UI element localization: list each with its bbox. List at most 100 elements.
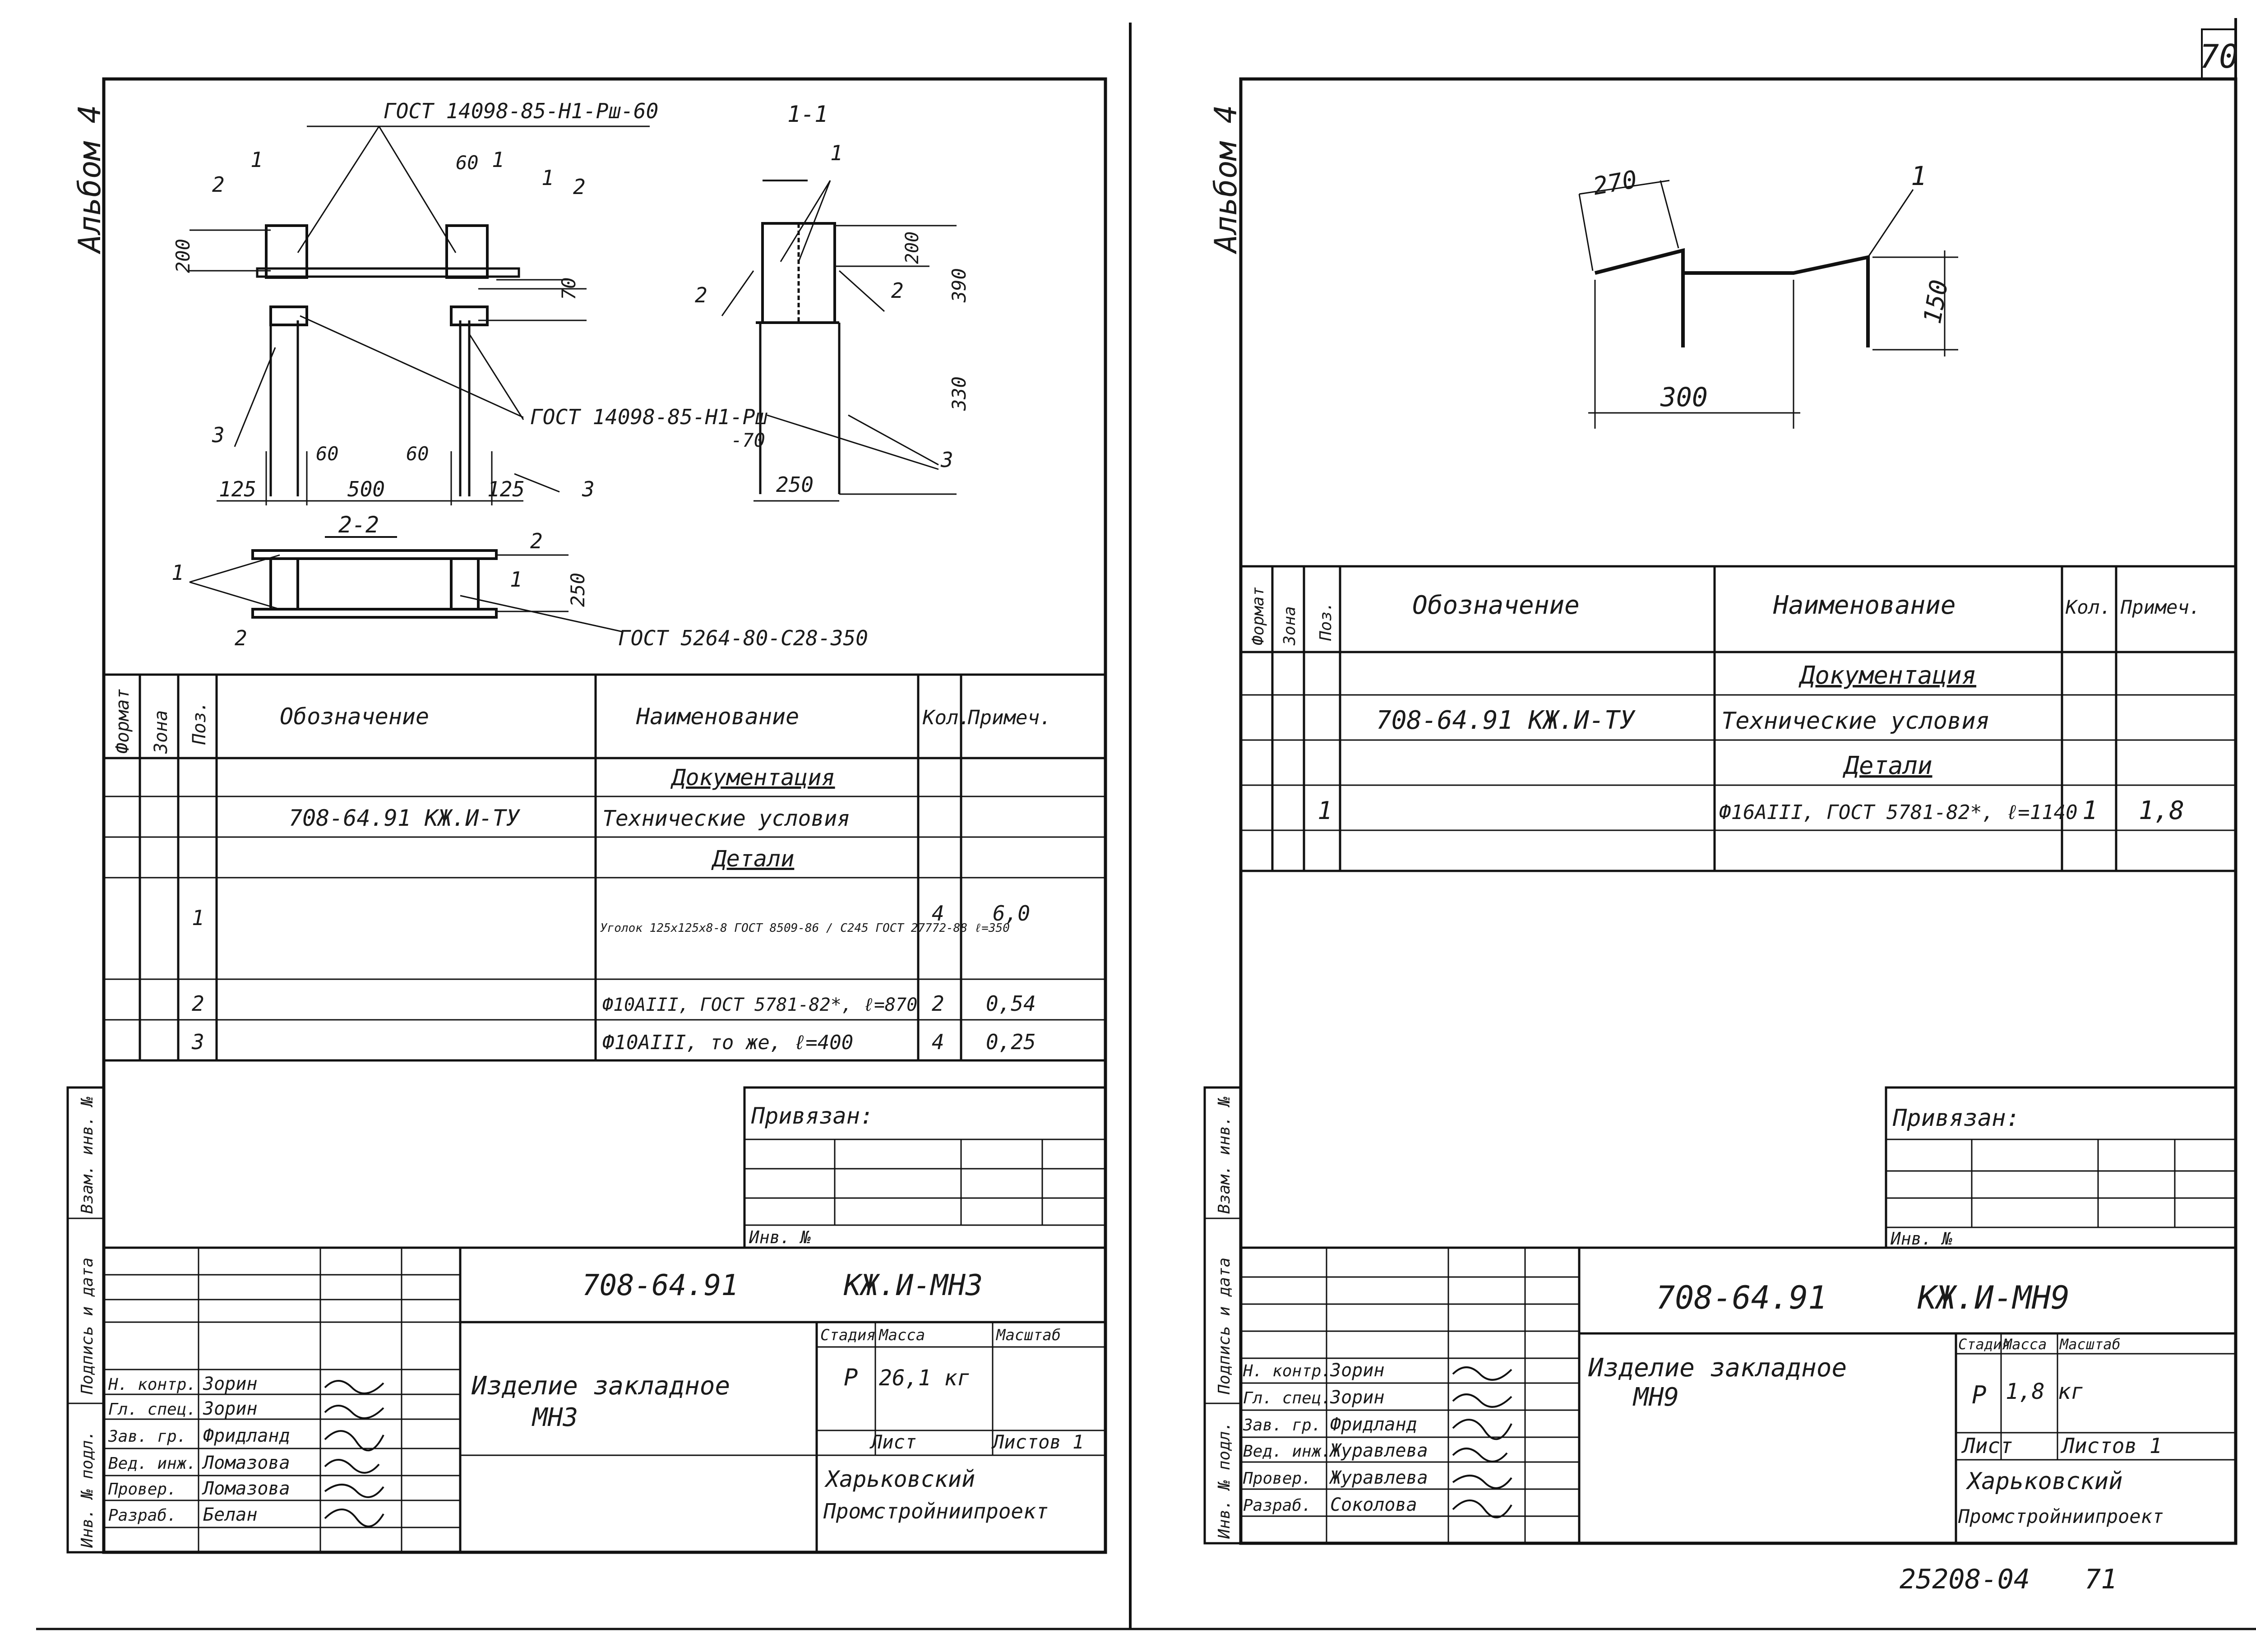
spec-header-qty-right: Кол. xyxy=(2065,596,2111,618)
spec-row-1-name: Документация xyxy=(670,764,835,791)
role-5-right: Провер. xyxy=(1243,1469,1312,1488)
dim-125-left: 125 xyxy=(219,477,256,501)
spec-row-3-name-right: Детали xyxy=(1842,751,1932,780)
footer-page: 71 xyxy=(2085,1564,2117,1595)
role-4-right: Вед. инж. xyxy=(1243,1442,1331,1461)
mark-12: 1 xyxy=(541,166,554,190)
page-number: 70 xyxy=(2200,37,2239,75)
dim-150: 150 xyxy=(1918,278,1954,326)
spec-header-zone-right: Зона xyxy=(1281,606,1299,646)
dim-125-right: 125 xyxy=(487,477,525,501)
spec-header-qty: Кол. xyxy=(922,706,971,729)
person-3-left: Фридланд xyxy=(203,1425,290,1446)
spec-header-format: Формат xyxy=(112,689,133,754)
mass-value-left: 26,1 кг xyxy=(879,1365,970,1391)
role-2-left: Гл. спец. xyxy=(108,1400,196,1419)
spec-row-5-note: 0,54 xyxy=(986,991,1036,1016)
inv-label-right: Инв. № xyxy=(1890,1229,1952,1249)
spec-header-designation: Обозначение xyxy=(280,703,429,730)
spec-row-2-name-right: Технические условия xyxy=(1721,708,1990,735)
dim-60-left: 60 xyxy=(316,443,339,465)
side-stamp-right xyxy=(1203,1086,1242,1545)
mark-2-left: 2 xyxy=(212,172,225,197)
dim-70: 70 xyxy=(558,277,580,300)
person-6-right: Соколова xyxy=(1330,1495,1417,1515)
side-stamp-right-1: Инв. № подл. xyxy=(1215,1421,1234,1539)
left-elevation xyxy=(190,125,650,505)
side-stamp-left-3: Взам. инв. № xyxy=(78,1097,97,1214)
spec-row-2-designation-right: 708-64.91 КЖ.И-ТУ xyxy=(1376,706,1636,735)
spec-row-4-pos-right: 1 xyxy=(1318,796,1332,825)
left-drawing: ГОСТ 14098-85-Н1-Рш-60 ГОСТ 14098-85-Н1-… xyxy=(171,99,970,650)
signatures-left xyxy=(324,1380,384,1527)
gost-label-bottom: ГОСТ 5264-80-С28-350 xyxy=(618,626,868,650)
person-6-left: Белан xyxy=(203,1504,257,1525)
dim-60-right: 60 xyxy=(406,443,429,465)
side-stamp-right-3: Взам. инв. № xyxy=(1215,1097,1234,1214)
org-line2-right: Промстройниипроект xyxy=(1958,1505,2164,1527)
role-6-left: Разраб. xyxy=(108,1506,177,1525)
org-line1-left: Харьковский xyxy=(824,1466,975,1492)
sheet-label-right: Лист xyxy=(1961,1434,2013,1458)
mass-header-left: Масса xyxy=(878,1326,925,1344)
dim-270: 270 xyxy=(1591,165,1639,201)
person-1-right: Зорин xyxy=(1330,1360,1384,1381)
album-label-left: Альбом 4 xyxy=(72,105,108,255)
right-title-block: Привязан: Инв. № 708-64.91 КЖ.И-МН9 Изде… xyxy=(1203,1086,2237,1545)
left-section-1-1 xyxy=(721,180,957,502)
spec-header-pos: Поз. xyxy=(189,701,210,745)
mark-3-section: 3 xyxy=(940,448,953,472)
mark-3-left: 3 xyxy=(212,423,225,447)
person-3-right: Фридланд xyxy=(1330,1414,1417,1435)
mass-header-right: Масса xyxy=(2003,1336,2047,1353)
spec-row-3-name: Детали xyxy=(711,846,795,872)
spec-header-format-right: Формат xyxy=(1249,587,1267,645)
dim-200-section: 200 xyxy=(902,231,923,264)
right-spec-table: Формат Зона Поз. Обозначение Наименовани… xyxy=(1239,565,2237,872)
left-title-block: Привязан: Инв. № 708-64.91 КЖ.И-МН3 Изде… xyxy=(66,1086,1107,1554)
spec-row-4-qty-right: 1 xyxy=(2082,796,2098,825)
spec-header-note-right: Примеч. xyxy=(2120,596,2201,618)
section-title-1-1: 1-1 xyxy=(787,101,828,127)
spec-row-6-qty: 4 xyxy=(932,1030,944,1054)
mark-1-right: 1 xyxy=(492,148,504,172)
title-name2-right: МН9 xyxy=(1632,1383,1679,1412)
title-code-left: 708-64.91 xyxy=(582,1269,739,1302)
gost-label-middle-1: ГОСТ 14098-85-Н1-Рш xyxy=(530,405,767,429)
org-line1-right: Харьковский xyxy=(1965,1468,2122,1495)
section-title-2-2: 2-2 xyxy=(338,512,379,538)
title-code-right: 708-64.91 xyxy=(1656,1279,1827,1316)
person-5-right: Журавлева xyxy=(1329,1467,1428,1488)
left-spec-table: Формат Зона Поз. Обозначение Наименовани… xyxy=(102,673,1107,1062)
inv-label-left: Инв. № xyxy=(749,1227,811,1247)
title-name2-left: МН3 xyxy=(532,1403,578,1432)
gost-label-top: ГОСТ 14098-85-Н1-Рш-60 xyxy=(384,99,658,123)
spec-header-name-right: Наименование xyxy=(1773,591,1956,620)
spec-row-4-name-right: Ф16АIII, ГОСТ 5781-82*, ℓ=1140 xyxy=(1719,801,2078,824)
stage-value-right: Р xyxy=(1972,1381,1987,1409)
org-line2-left: Промстройниипроект xyxy=(823,1499,1049,1523)
person-2-right: Зорин xyxy=(1330,1387,1384,1408)
stage-header-right: Стадия xyxy=(1958,1336,2011,1353)
role-4-left: Вед. инж. xyxy=(108,1454,196,1473)
person-4-right: Журавлева xyxy=(1329,1440,1428,1461)
role-1-left: Н. контр. xyxy=(108,1375,196,1394)
mark-1-left: 1 xyxy=(250,148,263,172)
dim-330: 330 xyxy=(948,376,970,411)
mark-2-2-2: 2 xyxy=(235,626,247,650)
sheet-label-left: Лист xyxy=(869,1431,916,1453)
title-code2-left: КЖ.И-МН3 xyxy=(843,1269,983,1302)
spec-header-designation-right: Обозначение xyxy=(1412,591,1580,620)
sheets-label-left: Листов 1 xyxy=(991,1431,1084,1453)
side-stamp-left-1: Инв. № подл. xyxy=(78,1430,97,1548)
dim-200: 200 xyxy=(172,239,194,273)
person-4-left: Ломазова xyxy=(202,1453,290,1473)
left-drawing-text: ГОСТ 14098-85-Н1-Рш-60 ГОСТ 14098-85-Н1-… xyxy=(171,99,970,650)
dim-250-horizontal: 250 xyxy=(776,472,814,497)
spec-row-6-pos: 3 xyxy=(191,1030,204,1054)
dim-500: 500 xyxy=(347,477,385,501)
spec-row-6-note: 0,25 xyxy=(986,1030,1036,1054)
mark-1-section: 1 xyxy=(830,141,843,165)
